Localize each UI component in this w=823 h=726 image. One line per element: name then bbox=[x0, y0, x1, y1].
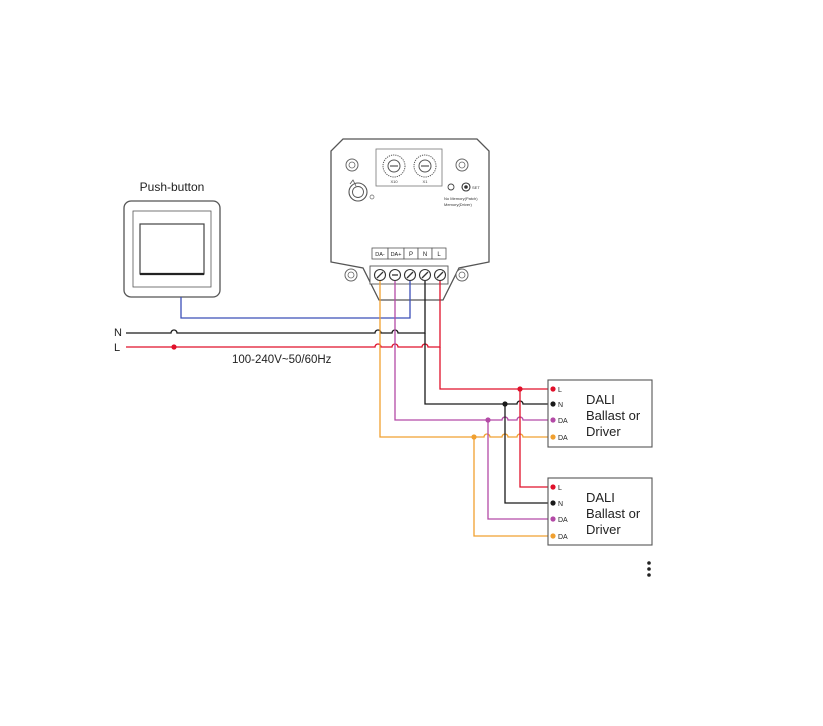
driver-2-title-1: DALI bbox=[586, 490, 615, 505]
memory-note-1: No Memory(Patch) bbox=[444, 196, 478, 201]
live-junction bbox=[171, 344, 177, 350]
mount-hole bbox=[344, 268, 358, 282]
pin-dot bbox=[550, 484, 556, 490]
terminal-label-l: L bbox=[437, 252, 441, 258]
pin-dot bbox=[550, 401, 556, 407]
neutral-label: N bbox=[114, 327, 122, 339]
push-button bbox=[123, 200, 221, 298]
screw-terminals bbox=[373, 268, 447, 282]
voltage-label: 100-240V~50/60Hz bbox=[232, 354, 332, 366]
driver-1-pin-da2: DA bbox=[558, 435, 568, 442]
dali-driver-2: L N DA DA DALI Ballast or Driver bbox=[547, 477, 653, 546]
neutral-mains-wire bbox=[126, 281, 426, 334]
pin-dot bbox=[550, 434, 556, 440]
neutral-driver-wire bbox=[424, 333, 553, 405]
push-wire bbox=[180, 281, 411, 319]
terminal-label-p: P bbox=[409, 252, 413, 258]
pin-dot bbox=[550, 386, 556, 392]
neutral-junction bbox=[502, 401, 508, 407]
pin-dot bbox=[550, 500, 556, 506]
driver-1-pin-n: N bbox=[558, 402, 563, 409]
dial-x10-label: X10 bbox=[390, 179, 398, 184]
live-driver-wire bbox=[439, 347, 553, 390]
driver-2-pin-da2: DA bbox=[558, 534, 568, 541]
driver-1-title-1: DALI bbox=[586, 392, 615, 407]
driver-1-pin-l: L bbox=[558, 387, 562, 394]
memory-note-2: Memory(Driver) bbox=[444, 202, 472, 207]
dali-driver-1: L N DA DA DALI Ballast or Driver bbox=[547, 379, 653, 448]
push-button-label: Push-button bbox=[140, 180, 205, 194]
terminal-label-da-plus: DA+ bbox=[391, 252, 402, 258]
dali-controller: X10 X1 SET No Memory(Patch) Memory(Drive… bbox=[330, 138, 490, 301]
driver-2-title-3: Driver bbox=[586, 522, 621, 537]
driver-2-pin-l: L bbox=[558, 485, 562, 492]
more-drivers-ellipsis-icon bbox=[647, 561, 651, 577]
mount-hole bbox=[345, 158, 359, 172]
driver-2-pin-n: N bbox=[558, 501, 563, 508]
live-mains-wire bbox=[126, 281, 441, 348]
pin-dot bbox=[550, 516, 556, 522]
dali-negative-wire bbox=[379, 281, 553, 438]
dial-x1-label: X1 bbox=[423, 179, 429, 184]
driver-1-title-2: Ballast or bbox=[586, 408, 641, 423]
driver-2-title-2: Ballast or bbox=[586, 506, 641, 521]
driver-2-pin-da: DA bbox=[558, 517, 568, 524]
terminal-label-n: N bbox=[423, 252, 427, 258]
set-button-icon bbox=[447, 183, 455, 191]
mount-hole bbox=[455, 268, 469, 282]
dali-positive-junction bbox=[485, 417, 491, 423]
driver-1-title-3: Driver bbox=[586, 424, 621, 439]
pin-dot bbox=[550, 533, 556, 539]
live-driver-junction bbox=[517, 386, 523, 392]
dali-negative-junction bbox=[471, 434, 477, 440]
dali-positive-wire bbox=[394, 281, 553, 421]
knob-icon bbox=[348, 182, 368, 202]
live-label: L bbox=[114, 342, 120, 354]
terminal-label-da-minus: DA- bbox=[375, 252, 385, 258]
pin-dot bbox=[550, 417, 556, 423]
mount-hole bbox=[455, 158, 469, 172]
driver-1-pin-da: DA bbox=[558, 418, 568, 425]
set-label: SET bbox=[472, 185, 480, 190]
terminal-labels: DA- DA+ P N L bbox=[371, 247, 447, 260]
